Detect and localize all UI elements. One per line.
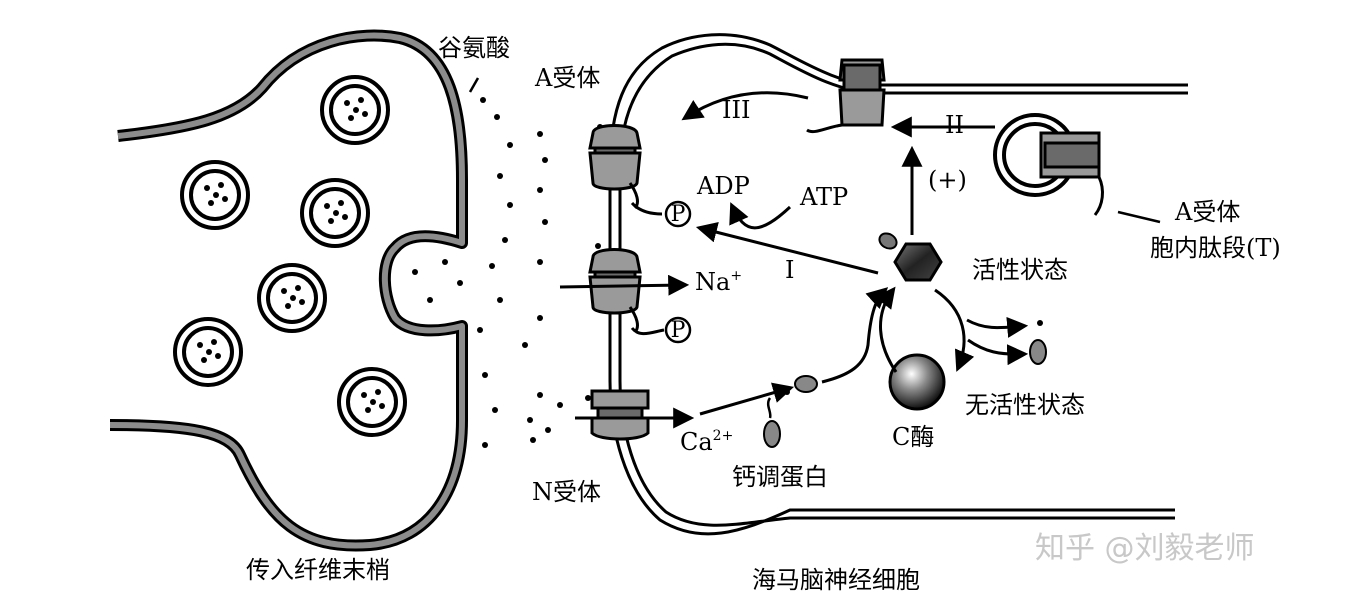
a-receptor-membrane xyxy=(806,58,886,134)
phosphate-group: P xyxy=(630,200,692,228)
vesicle xyxy=(257,263,327,333)
vesicle xyxy=(173,317,243,387)
label-afferent-terminal: 传入纤维末梢 xyxy=(246,556,390,584)
label-step-1: I xyxy=(785,256,794,284)
c-enzyme-active xyxy=(878,232,943,282)
phosphate-group: P xyxy=(630,316,692,344)
label-atp: ATP xyxy=(799,183,848,211)
calmodulin xyxy=(763,320,1047,448)
vesicles xyxy=(173,75,407,437)
label-inactive-state: 无活性状态 xyxy=(965,391,1085,419)
watermark: 知乎 @刘毅老师 xyxy=(1035,531,1255,566)
vesicle xyxy=(320,75,390,145)
svg-text:P: P xyxy=(671,318,686,343)
svg-text:P: P xyxy=(671,202,686,227)
intracellular-vesicle xyxy=(993,113,1104,216)
c-enzyme-inactive xyxy=(888,353,946,411)
arrows xyxy=(559,91,1029,429)
label-active-state: 活性状态 xyxy=(972,256,1068,284)
vesicle xyxy=(300,178,370,248)
label-adp: ADP xyxy=(696,172,750,200)
na-channel xyxy=(588,248,642,334)
n-receptor-channel xyxy=(590,389,650,441)
label-n-receptor: N受体 xyxy=(532,478,601,506)
label-a-receptor-top: A受体 xyxy=(534,64,600,92)
afferent-terminal xyxy=(109,29,468,552)
label-a-receptor-right: A受体 xyxy=(1174,198,1240,226)
label-step-2: II xyxy=(945,111,964,139)
label-step-3: III xyxy=(722,96,750,124)
vesicle xyxy=(180,160,250,230)
a-receptor-channel xyxy=(588,124,642,210)
label-a-receptor-tail: 胞内肽段(T) xyxy=(1150,234,1281,262)
label-calmodulin: 钙调蛋白 xyxy=(732,463,828,491)
postsynaptic-membrane xyxy=(608,33,1188,536)
vesicle xyxy=(337,367,407,437)
label-na: Na+ xyxy=(695,268,742,296)
label-glutamate: 谷氨酸 xyxy=(438,34,510,62)
label-hippocampal-neuron: 海马脑神经细胞 xyxy=(752,566,920,594)
label-ca: Ca2+ xyxy=(680,428,733,456)
label-c-enzyme: C酶 xyxy=(892,423,934,451)
leader-lines xyxy=(468,77,1161,224)
glutamate-molecules xyxy=(412,97,603,448)
label-plus: (+) xyxy=(928,166,967,194)
